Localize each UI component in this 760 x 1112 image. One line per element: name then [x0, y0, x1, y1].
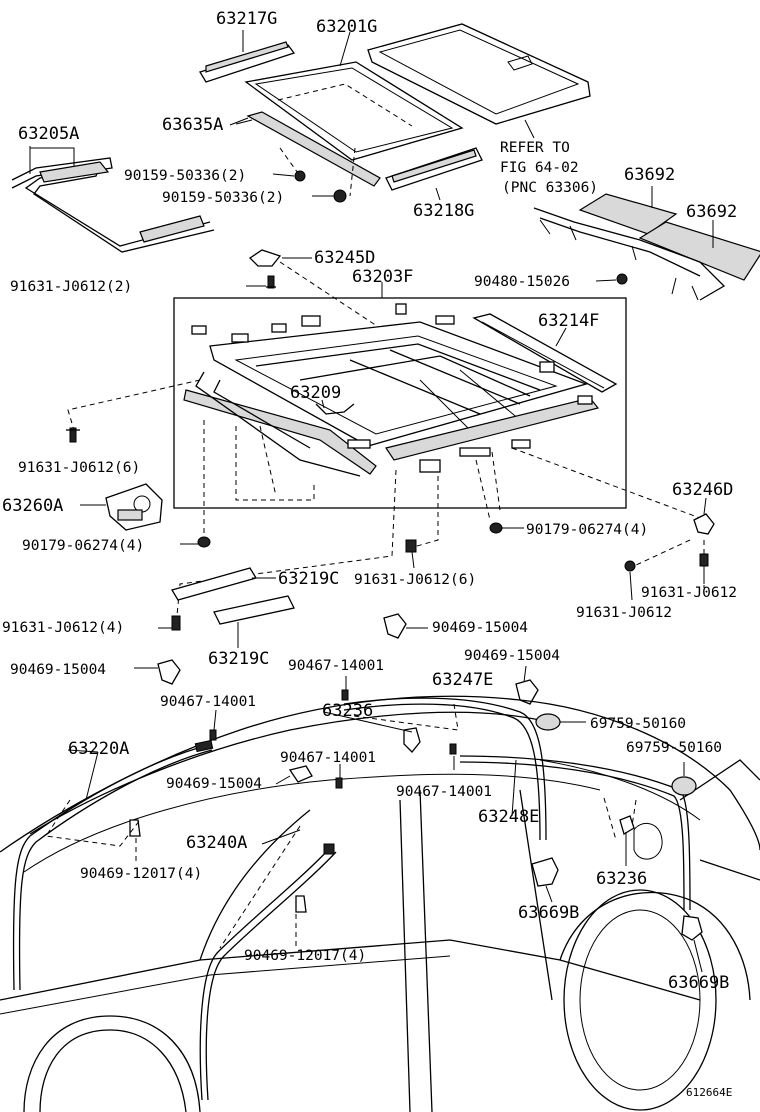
label-63247e: 63247E	[432, 670, 493, 690]
rear-drain-hose-lower	[459, 755, 691, 911]
label-63692-lower: 63692	[686, 202, 737, 222]
label-63692-upper: 63692	[624, 165, 675, 185]
bracket-63219c-lower	[213, 595, 295, 625]
drive-frame-part	[11, 157, 215, 253]
label-63218g: 63218G	[413, 201, 474, 221]
label-90469-right: 90469-15004	[464, 648, 560, 664]
label-63635a: 63635A	[162, 115, 223, 135]
sunshade-rail-part	[533, 193, 760, 301]
refer-line-1: REFER TO	[500, 140, 570, 156]
label-90480: 90480-15026	[474, 274, 570, 290]
label-91631-right-b: 91631-J0612	[576, 605, 672, 621]
nut-90159-upper	[294, 170, 306, 182]
label-63240a: 63240A	[186, 833, 247, 853]
housing-clips	[191, 303, 593, 473]
label-90159-lower: 90159-50336(2)	[162, 190, 284, 206]
label-91631-left: 91631-J0612(6)	[18, 460, 140, 476]
label-63201g: 63201G	[316, 17, 377, 37]
label-63209: 63209	[290, 383, 341, 403]
label-63236-upper: 63236	[322, 701, 373, 721]
label-90467-d: 90467-14001	[396, 784, 492, 800]
side-rail-63214f-part	[472, 313, 618, 393]
label-63245d: 63245D	[314, 248, 375, 268]
figure-id: 612664E	[686, 1086, 732, 1099]
sunroof-motor-part	[105, 483, 163, 531]
label-90179-right: 90179-06274(4)	[526, 522, 648, 538]
label-63669b-right: 63669B	[668, 973, 729, 993]
housing-assembly-part	[183, 321, 600, 477]
label-63217g: 63217G	[216, 9, 277, 29]
label-90467-c: 90467-14001	[280, 750, 376, 766]
label-63219c-upper: 63219C	[278, 569, 339, 589]
label-63203f: 63203F	[352, 267, 413, 287]
clamp-90469-left	[157, 659, 181, 685]
sunroof-housing-box	[173, 297, 627, 509]
link-63209-part	[315, 403, 355, 415]
label-63248e: 63248E	[478, 807, 539, 827]
clip-63236-right	[619, 815, 635, 835]
front-drain-hose-left	[12, 739, 214, 991]
label-63220a: 63220A	[68, 739, 129, 759]
sunroof-glass-part	[244, 61, 464, 161]
glass-seal-part	[246, 111, 381, 187]
screw-90480	[616, 273, 628, 285]
label-63669b-center: 63669B	[518, 903, 579, 923]
sunshade-panel-part	[367, 23, 591, 125]
bolt-91631-center	[405, 539, 417, 553]
rear-drain-hose-upper	[343, 697, 547, 841]
label-69759-upper: 69759-50160	[590, 716, 686, 732]
label-90159-upper: 90159-50336(2)	[124, 168, 246, 184]
label-90469-12017-right: 90469-12017(4)	[244, 948, 366, 964]
refer-line-3: (PNC 63306)	[502, 180, 598, 196]
bracket-63245d-part	[248, 249, 282, 267]
grommet-90179-right	[489, 522, 503, 534]
label-63214f: 63214F	[538, 311, 599, 331]
grommet-69759-upper	[535, 713, 561, 731]
label-90469-12017-left: 90469-12017(4)	[80, 866, 202, 882]
bolt-91631-lower-left	[171, 615, 181, 631]
bolt-91631-right-a	[624, 560, 636, 572]
refer-line-2: FIG 64-02	[500, 160, 579, 176]
label-63236-right: 63236	[596, 869, 647, 889]
label-63219c-lower: 63219C	[208, 649, 269, 669]
elbow-63669b-center	[531, 857, 559, 887]
front-drain-hose-right	[199, 843, 337, 1101]
clamp-90469-upper	[383, 613, 407, 639]
bolt-91631-left	[66, 427, 80, 443]
label-90467-b: 90467-14001	[160, 694, 256, 710]
deflector-bar-part	[199, 41, 296, 83]
label-91631-top: 91631-J0612(2)	[10, 279, 132, 295]
label-63260a: 63260A	[2, 496, 63, 516]
clip-90467-set	[129, 689, 457, 913]
label-90467-a: 90467-14001	[288, 658, 384, 674]
label-91631-lower-left: 91631-J0612(4)	[2, 620, 124, 636]
label-90179-left: 90179-06274(4)	[22, 538, 144, 554]
rear-deflector-bar-part	[385, 147, 483, 191]
bolt-91631-top	[266, 275, 276, 289]
grommet-90179-left	[197, 536, 211, 548]
elbow-63669b-right	[681, 915, 703, 941]
label-90469-left: 90469-15004	[10, 662, 106, 678]
label-91631-right-a: 91631-J0612	[641, 585, 737, 601]
clamp-90469-right	[515, 679, 539, 705]
label-63246d: 63246D	[672, 480, 733, 500]
label-63205a: 63205A	[18, 124, 79, 144]
nut-90159-lower	[333, 189, 347, 203]
label-91631-center: 91631-J0612(6)	[354, 572, 476, 588]
label-69759-lower: 69759-50160	[626, 740, 722, 756]
bracket-63246d-part	[693, 513, 715, 535]
label-90469-upper: 90469-15004	[432, 620, 528, 636]
clip-63236-upper	[403, 727, 421, 753]
bolt-91631-right-b	[699, 553, 709, 567]
label-90469-center: 90469-15004	[166, 776, 262, 792]
grommet-69759-lower	[671, 776, 697, 796]
bracket-63219c-upper	[171, 567, 257, 601]
